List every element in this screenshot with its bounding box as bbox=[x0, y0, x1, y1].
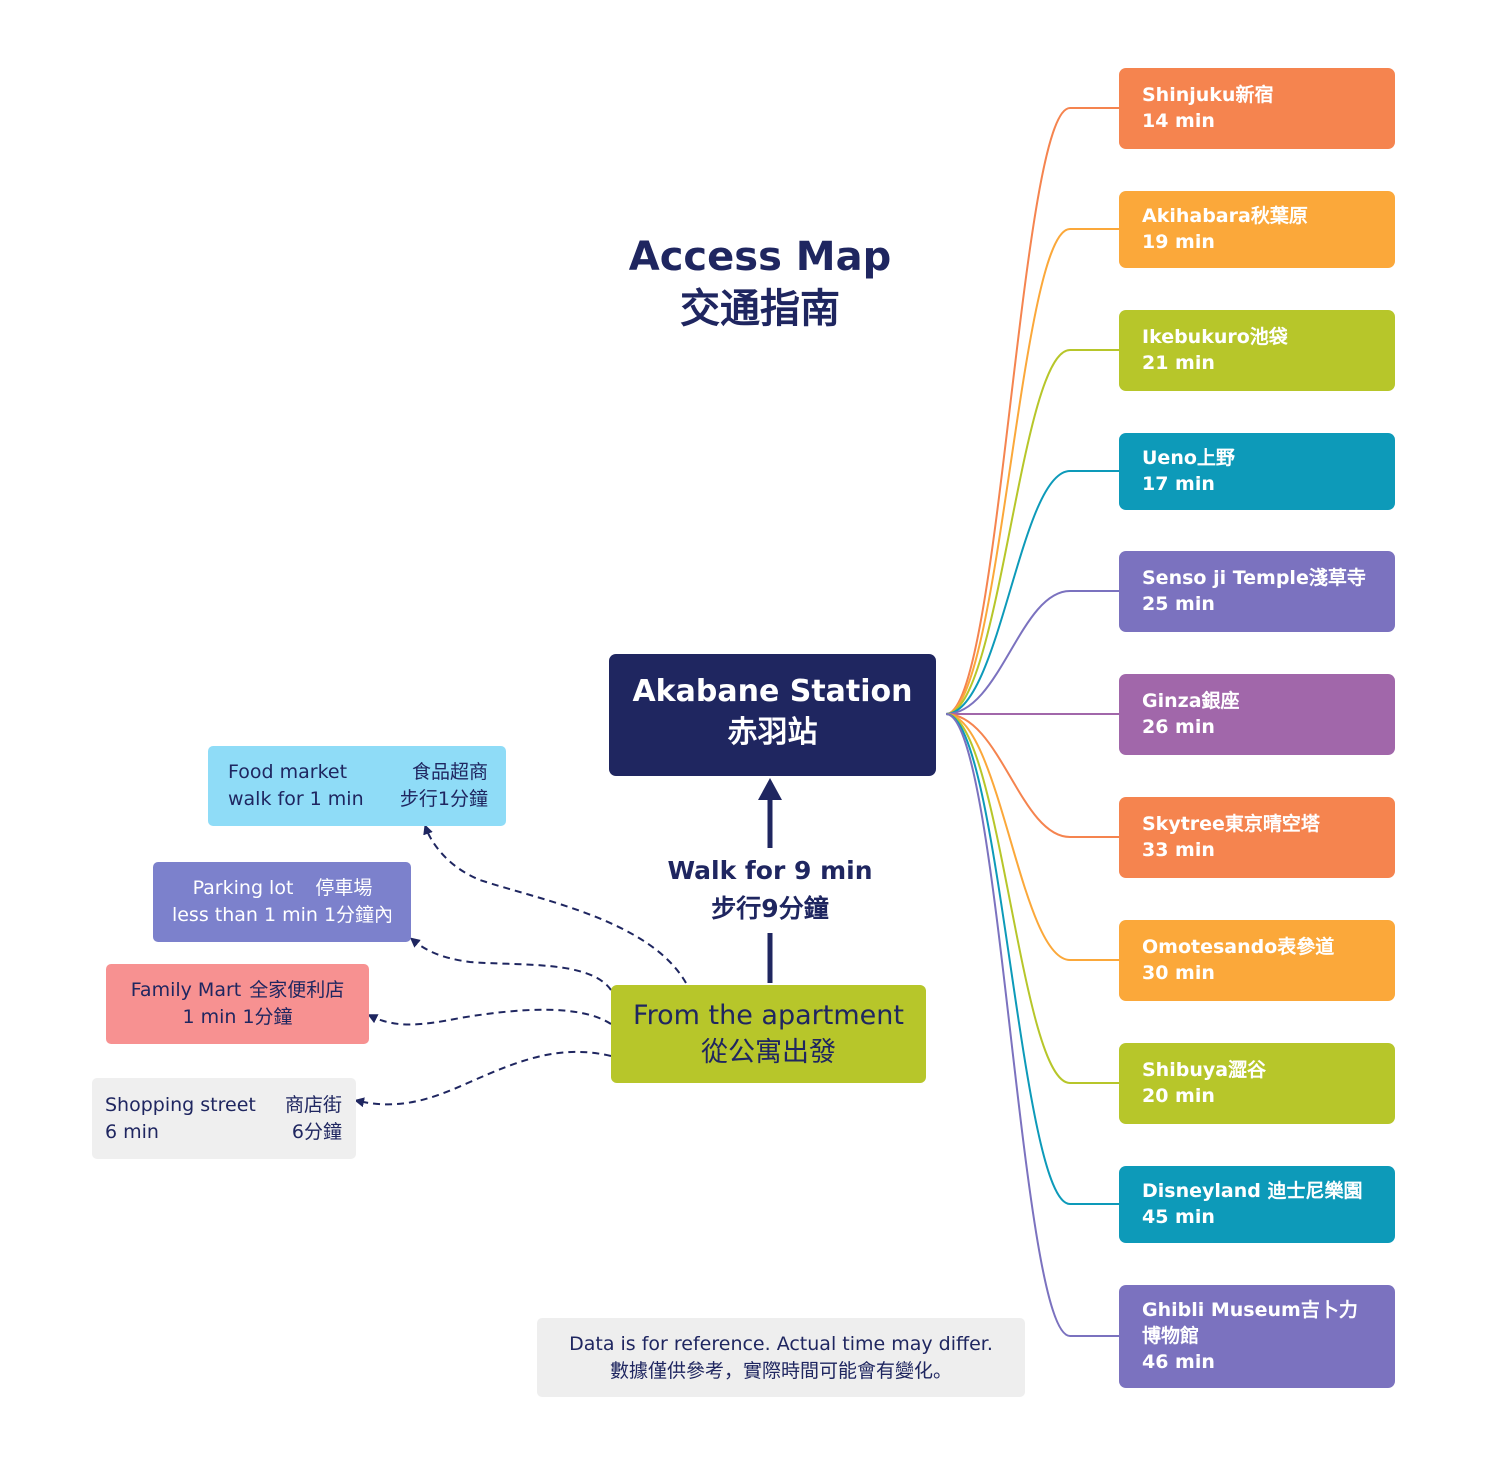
origin-english: From the apartment bbox=[633, 1000, 904, 1031]
nearby-name-chinese: 全家便利店 bbox=[249, 979, 345, 1001]
destination-name: Ghibli Museum吉卜力博物館 bbox=[1142, 1299, 1358, 1347]
destination-time: 45 min bbox=[1142, 1206, 1215, 1228]
station-name-english: Akabane Station bbox=[632, 674, 913, 709]
walk-label: Walk for 9 min 步行9分鐘 bbox=[660, 852, 880, 928]
destination-time: 26 min bbox=[1142, 716, 1215, 738]
nearby-name-chinese: 停車場 bbox=[315, 877, 373, 899]
walk-arrow-head bbox=[758, 778, 782, 800]
destination-connector bbox=[945, 713, 1119, 838]
station-name-chinese: 赤羽站 bbox=[727, 715, 818, 750]
destination-name: Ginza銀座 bbox=[1142, 690, 1240, 712]
destination-omotesando: Omotesando表參道 30 min bbox=[1119, 920, 1395, 1001]
origin-chinese: 從公寓出發 bbox=[701, 1037, 836, 1068]
walk-label-chinese: 步行9分鐘 bbox=[711, 894, 829, 923]
nearby-name: Food market bbox=[228, 761, 348, 783]
destination-skytree: Skytree東京晴空塔 33 min bbox=[1119, 797, 1395, 878]
destination-connector bbox=[945, 107, 1119, 715]
destination-connector bbox=[945, 349, 1119, 715]
destination-name: Omotesando表參道 bbox=[1142, 936, 1335, 958]
destination-name: Ikebukuro池袋 bbox=[1142, 326, 1288, 348]
disclaimer-chinese: 數據僅供參考，實際時間可能會有變化。 bbox=[609, 1360, 952, 1382]
destination-disneyland: Disneyland 迪士尼樂園 45 min bbox=[1119, 1166, 1395, 1243]
page-title: Access Map 交通指南 bbox=[560, 232, 960, 336]
nearby-connector bbox=[409, 937, 612, 991]
title-english: Access Map bbox=[628, 234, 892, 280]
nearby-time: 1 min bbox=[182, 1006, 237, 1028]
nearby-time-chinese: 1分鐘 bbox=[242, 1006, 293, 1028]
nearby-name: Shopping street bbox=[105, 1094, 256, 1116]
destination-name: Akihabara秋葉原 bbox=[1142, 205, 1308, 227]
nearby-food-market: Food market 食品超商 walk for 1 min 步行1分鐘 bbox=[208, 746, 506, 826]
nearby-name: Parking lot bbox=[192, 877, 294, 899]
nearby-time: 6 min bbox=[105, 1121, 159, 1143]
nearby-shopping-street: Shopping street 商店街 6 min 6分鐘 bbox=[92, 1078, 356, 1159]
destination-name: Senso ji Temple淺草寺 bbox=[1142, 567, 1366, 589]
nearby-name: Family Mart bbox=[130, 979, 242, 1001]
destination-akihabara: Akihabara秋葉原 19 min bbox=[1119, 191, 1395, 268]
destination-shinjuku: Shinjuku新宿 14 min bbox=[1119, 68, 1395, 149]
nearby-time-chinese: 1分鐘內 bbox=[323, 904, 394, 926]
nearby-time-chinese: 6分鐘 bbox=[291, 1121, 342, 1143]
destination-ghibli-museum: Ghibli Museum吉卜力博物館 46 min bbox=[1119, 1285, 1395, 1388]
nearby-connector bbox=[423, 824, 687, 984]
destination-name: Ueno上野 bbox=[1142, 447, 1235, 469]
destination-name: Shinjuku新宿 bbox=[1142, 84, 1274, 106]
nearby-connector bbox=[354, 1050, 612, 1108]
nearby-name-chinese: 商店街 bbox=[284, 1094, 342, 1116]
destination-connector bbox=[945, 713, 1119, 1337]
destination-time: 25 min bbox=[1142, 593, 1215, 615]
destination-time: 14 min bbox=[1142, 110, 1215, 132]
destination-name: Shibuya澀谷 bbox=[1142, 1059, 1267, 1081]
destination-shibuya: Shibuya澀谷 20 min bbox=[1119, 1043, 1395, 1124]
destination-ikebukuro: Ikebukuro池袋 21 min bbox=[1119, 310, 1395, 391]
destination-connector bbox=[945, 713, 1119, 1205]
destination-time: 17 min bbox=[1142, 473, 1215, 495]
destination-connector bbox=[945, 228, 1119, 715]
destination-name: Skytree東京晴空塔 bbox=[1142, 813, 1320, 835]
title-chinese: 交通指南 bbox=[680, 286, 840, 332]
destination-time: 20 min bbox=[1142, 1085, 1215, 1107]
destination-connector bbox=[945, 470, 1119, 715]
walk-label-english: Walk for 9 min bbox=[667, 856, 873, 885]
disclaimer-note: Data is for reference. Actual time may d… bbox=[537, 1318, 1025, 1397]
nearby-name-chinese: 食品超商 bbox=[411, 761, 488, 783]
nearby-time: less than 1 min bbox=[171, 904, 318, 926]
destination-ueno: Ueno上野 17 min bbox=[1119, 433, 1395, 510]
nearby-connector bbox=[367, 1008, 612, 1026]
destination-time: 21 min bbox=[1142, 352, 1215, 374]
destination-connector bbox=[945, 590, 1119, 715]
destination-senso-ji: Senso ji Temple淺草寺 25 min bbox=[1119, 551, 1395, 632]
nearby-time: walk for 1 min bbox=[228, 788, 364, 810]
destination-name: Disneyland 迪士尼樂園 bbox=[1142, 1180, 1363, 1202]
destination-connector bbox=[945, 713, 1119, 1084]
destination-connector bbox=[945, 713, 1119, 961]
destination-time: 46 min bbox=[1142, 1351, 1215, 1373]
nearby-family-mart: Family Mart 全家便利店 1 min 1分鐘 bbox=[106, 964, 369, 1044]
station-node: Akabane Station 赤羽站 bbox=[609, 654, 936, 776]
disclaimer-english: Data is for reference. Actual time may d… bbox=[569, 1333, 993, 1355]
destination-time: 19 min bbox=[1142, 231, 1215, 253]
nearby-parking-lot: Parking lot 停車場 less than 1 min 1分鐘內 bbox=[153, 862, 411, 942]
destination-time: 33 min bbox=[1142, 839, 1215, 861]
destination-ginza: Ginza銀座 26 min bbox=[1119, 674, 1395, 755]
nearby-time-chinese: 步行1分鐘 bbox=[399, 788, 488, 810]
origin-node: From the apartment 從公寓出發 bbox=[611, 985, 926, 1083]
destination-time: 30 min bbox=[1142, 962, 1215, 984]
